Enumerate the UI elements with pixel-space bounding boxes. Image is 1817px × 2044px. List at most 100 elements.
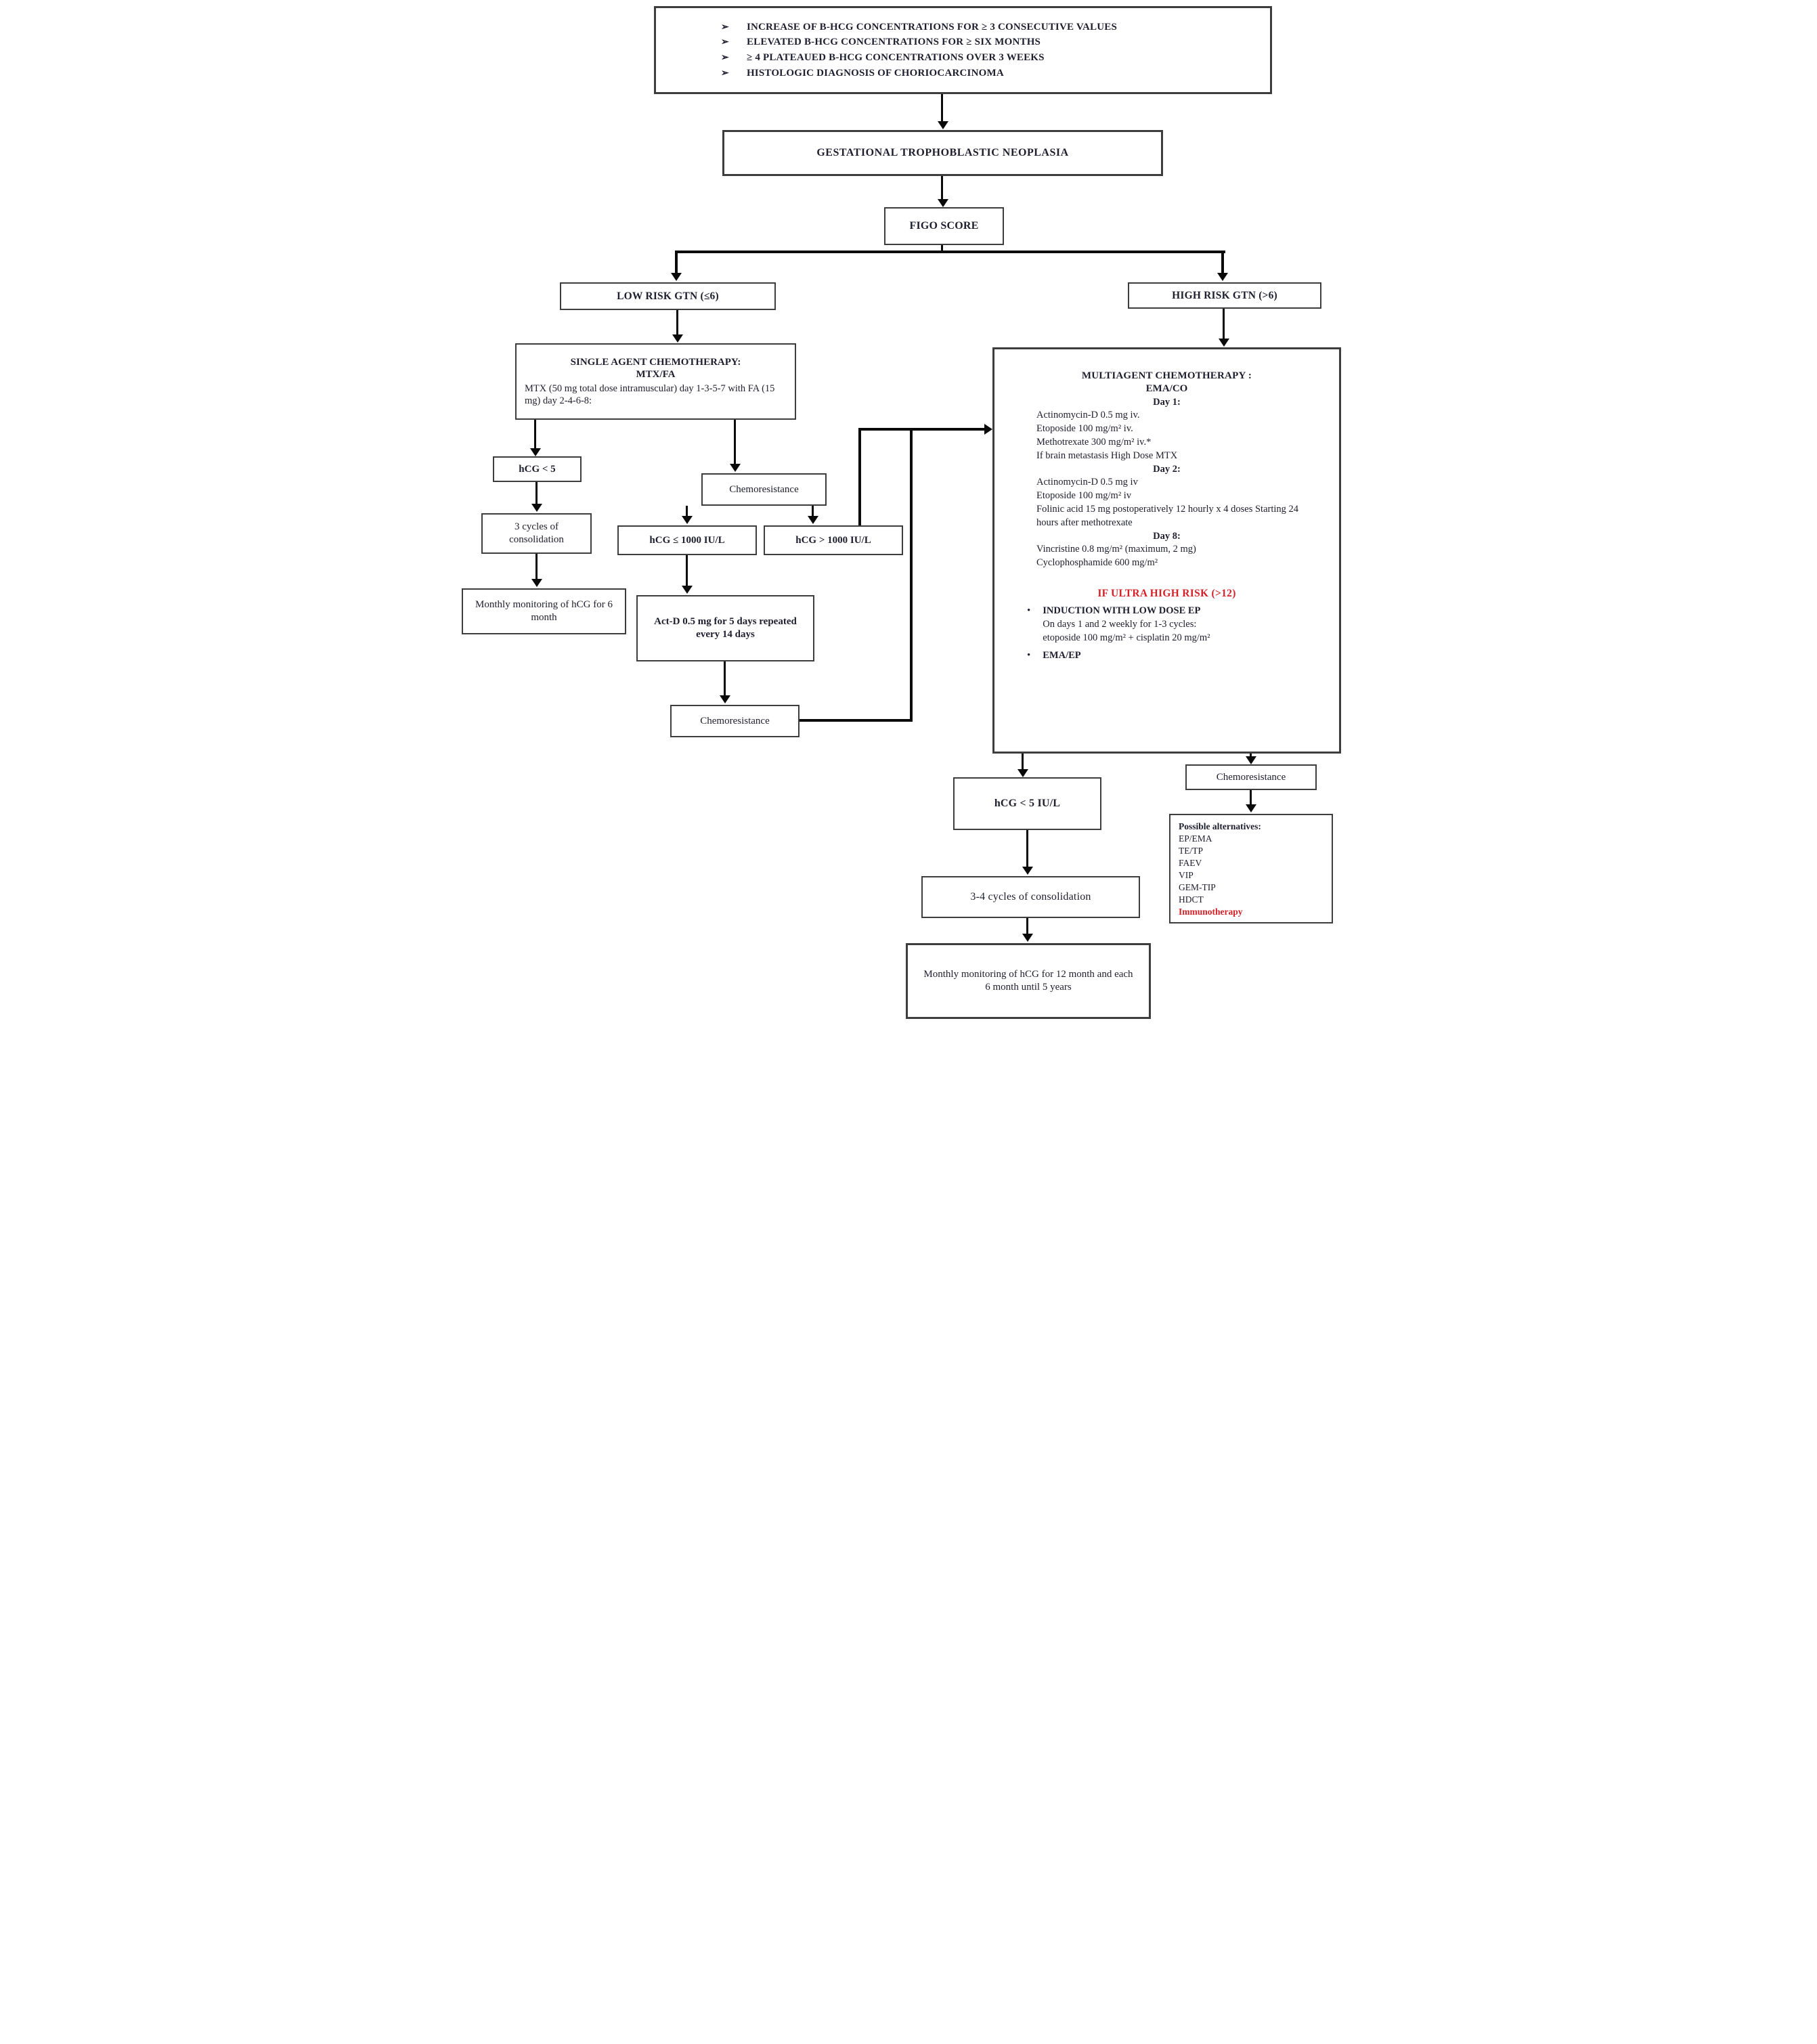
arrow-multi-hcg5iul-stem	[1022, 754, 1024, 769]
bullet-dot-icon: •	[1027, 605, 1031, 617]
three-cycles-label: 3 cycles of consolidation	[509, 521, 564, 545]
hcg-le1000-label: hCG ≤ 1000 IU/L	[649, 534, 725, 546]
single-agent-regimen: MTX/FA	[636, 369, 676, 380]
chemoresistance-3-box: Chemoresistance	[1185, 764, 1317, 790]
branch-left-stem	[675, 251, 678, 273]
drug-line: Folinic acid 15 mg postoperatively 12 ho…	[1036, 503, 1299, 528]
criteria-item-text: ≥ 4 PLATEAUED B-HCG CONCENTRATIONS OVER …	[746, 52, 1045, 63]
criteria-item: ➢ INCREASE OF B-HCG CONCENTRATIONS FOR ≥ …	[721, 21, 1258, 34]
arrow-bullet-icon: ➢	[721, 68, 729, 79]
arrow-le1000-actd-stem	[686, 555, 688, 586]
arrow-le1000-actd-head	[682, 586, 693, 594]
arrow-chemo1-le1000-stem	[686, 506, 688, 516]
branch-horizontal-line	[675, 251, 1225, 253]
ultra-high-risk-bullet-lines: INDUCTION WITH LOW DOSE EP On days 1 and …	[1043, 604, 1210, 645]
act-d-box: Act-D 0.5 mg for 5 days repeated every 1…	[636, 595, 814, 661]
immunotherapy-label: Immunotherapy	[1179, 906, 1243, 917]
high-risk-box: HIGH RISK GTN (>6)	[1128, 282, 1321, 309]
arrow-hcg5iul-cycles34-head	[1022, 867, 1033, 875]
arrow-bullet-icon: ➢	[721, 37, 729, 48]
arrow-multi-hcg5iul-head	[1017, 769, 1028, 777]
arrow-cycles-monthly6-stem	[535, 554, 538, 579]
criteria-item: ➢ ≥ 4 PLATEAUED B-HCG CONCENTRATIONS OVER…	[721, 51, 1258, 64]
criteria-item: ➢ ELEVATED B-HCG CONCENTRATIONS FOR ≥ SIX…	[721, 36, 1258, 49]
chemoresistance-3-label: Chemoresistance	[1216, 771, 1286, 783]
hcg-lt5-iul-box: hCG < 5 IU/L	[953, 777, 1101, 830]
ultra-high-risk-title: IF ULTRA HIGH RISK (>12)	[1097, 587, 1236, 599]
ultra-high-risk-bullet-lines: EMA/EP	[1043, 649, 1080, 662]
arrow-hcg5-cycles-stem	[535, 482, 538, 504]
connector-to-multiagent-head	[984, 424, 992, 435]
arrow-chemo3-alt-stem	[1250, 790, 1252, 804]
ultra-high-risk-bullets: • INDUCTION WITH LOW DOSE EP On days 1 and…	[1012, 604, 1321, 662]
arrow-bullet-icon: ➢	[721, 22, 729, 32]
low-risk-box: LOW RISK GTN (≤6)	[560, 282, 776, 310]
single-agent-title: SINGLE AGENT CHEMOTHERAPY:	[570, 356, 741, 368]
arrow-multi-chemo3-head	[1246, 756, 1256, 764]
high-risk-label: HIGH RISK GTN (>6)	[1172, 289, 1277, 301]
day-header: Day 2:	[1153, 463, 1181, 475]
criteria-item: ➢HISTOLOGIC DIAGNOSIS OF CHORIOCARCINOMA	[721, 67, 1258, 80]
arrow-hcg5iul-cycles34-stem	[1026, 830, 1028, 867]
low-risk-label: LOW RISK GTN (≤6)	[617, 290, 719, 302]
ultra-high-risk-bullet: • EMA/EP	[1012, 649, 1321, 662]
criteria-item-text: ELEVATED B-HCG CONCENTRATIONS FOR ≥ SIX …	[746, 37, 1041, 48]
hcg-lt5-iul-label: hCG < 5 IU/L	[994, 798, 1061, 809]
drug-line: If brain metastasis High Dose MTX	[1036, 450, 1178, 461]
arrow-cycles34-monthly12-stem	[1026, 918, 1028, 934]
drug-line: Etoposide 100 mg/m² iv.	[1036, 422, 1133, 434]
ultra-high-risk-line: etoposide 100 mg/m² + cisplatin 20 mg/m²	[1043, 632, 1210, 644]
figo-score-label: FIGO SCORE	[909, 220, 979, 232]
multiagent-regimen: EMA/CO	[1145, 383, 1188, 394]
single-agent-box: SINGLE AGENT CHEMOTHERAPY: MTX/FA MTX (5…	[515, 343, 796, 420]
bullet-dot-icon: •	[1027, 650, 1031, 661]
branch-right-stem	[1221, 251, 1224, 273]
chemoresistance-1-label: Chemoresistance	[729, 483, 799, 495]
ultra-high-risk-line: EMA/EP	[1043, 650, 1081, 661]
ultra-high-risk-line: On days 1 and 2 weekly for 1-3 cycles:	[1043, 619, 1197, 630]
arrow-chemo1-gt1000-head	[808, 516, 818, 524]
drug-line: Vincristine 0.8 mg/m² (maximum, 2 mg)	[1036, 543, 1196, 555]
single-agent-body: MTX (50 mg total dose intramuscular) day…	[525, 383, 775, 407]
drug-line: Actinomycin-D 0.5 mg iv	[1036, 476, 1138, 487]
gtn-treatment-flowchart: ➢ INCREASE OF B-HCG CONCENTRATIONS FOR ≥ …	[454, 0, 1363, 1022]
drug-line: Etoposide 100 mg/m² iv	[1036, 490, 1132, 501]
connector-to-multiagent	[858, 428, 984, 431]
arrow-highrisk-multi-stem	[1223, 309, 1225, 339]
arrow-bullet-icon: ➢	[721, 53, 729, 63]
criteria-item-text: INCREASE OF B-HCG CONCENTRATIONS FOR ≥ 3…	[746, 21, 1118, 32]
alternative-item: TE/TP	[1179, 845, 1203, 856]
arrow-single-hcg5-stem	[534, 420, 536, 448]
chemoresistance-2-box: Chemoresistance	[670, 705, 800, 737]
arrow-lowrisk-single-head	[672, 334, 683, 343]
arrow-chemo3-alt-head	[1246, 804, 1256, 812]
arrow-highrisk-multi-head	[1219, 339, 1229, 347]
chemoresistance-2-label: Chemoresistance	[700, 715, 770, 726]
ultra-high-risk-line: INDUCTION WITH LOW DOSE EP	[1043, 605, 1201, 617]
day-header: Day 8:	[1153, 530, 1181, 542]
diagnostic-criteria-list: ➢ INCREASE OF B-HCG CONCENTRATIONS FOR ≥ …	[656, 12, 1270, 89]
arrow-single-chemo1-stem	[734, 420, 736, 464]
branch-stub	[941, 245, 943, 252]
branch-right-head	[1217, 273, 1228, 281]
arrow-criteria-gtn-head	[938, 121, 948, 129]
hcg-lt5-box: hCG < 5	[493, 456, 582, 482]
drug-line: Actinomycin-D 0.5 mg iv.	[1036, 409, 1140, 420]
chemoresistance-1-box: Chemoresistance	[701, 473, 827, 506]
hcg-gt1000-box: hCG > 1000 IU/L	[764, 525, 903, 555]
branch-left-head	[671, 273, 682, 281]
gtn-box: GESTATIONAL TROPHOBLASTIC NEOPLASIA	[722, 130, 1163, 176]
arrow-single-hcg5-head	[530, 448, 541, 456]
possible-alternatives-title: Possible alternatives:	[1179, 821, 1261, 831]
arrow-cycles-monthly6-head	[531, 579, 542, 587]
multiagent-day-sections: Day 1:Actinomycin-D 0.5 mg iv.Etoposide …	[1012, 396, 1321, 569]
multiagent-content: MULTIAGENT CHEMOTHERAPY : EMA/CO Day 1:A…	[994, 349, 1339, 752]
arrow-actd-chemo2-stem	[724, 661, 726, 695]
ultra-high-risk-section: IF ULTRA HIGH RISK (>12) • INDUCTION WITH…	[1012, 587, 1321, 662]
monthly-monitoring-6-label: Monthly monitoring of hCG for 6 month	[475, 599, 613, 623]
arrow-single-chemo1-head	[730, 464, 741, 472]
arrow-chemo1-gt1000-stem	[812, 506, 814, 516]
connector-chemo2-horizontal	[800, 719, 913, 722]
